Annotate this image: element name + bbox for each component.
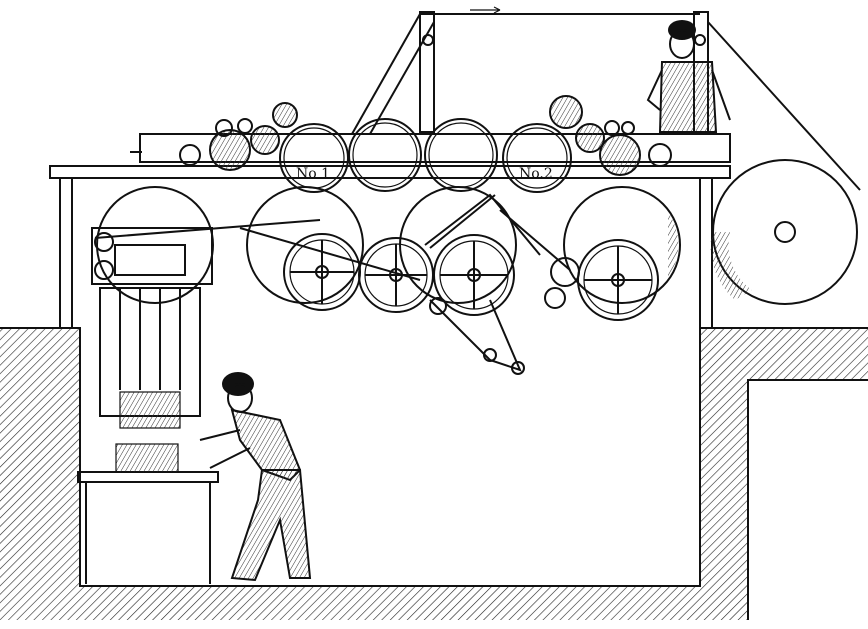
cylinder-no2-label: No.2 [519, 166, 553, 182]
ground-pit [0, 327, 868, 620]
delivery-arm [424, 193, 541, 375]
paper-roll [710, 159, 858, 305]
top-frame [49, 133, 731, 328]
cylinder-no1-label: No 1 [296, 166, 330, 182]
ink-rollers [179, 95, 672, 176]
delivery-table [77, 443, 219, 584]
feeder-figure [646, 20, 731, 133]
spoked-wheels [283, 233, 659, 321]
impression-cylinders: No 1 No.2 [279, 118, 572, 193]
worker-figure [199, 372, 312, 582]
folding-apparatus [91, 227, 213, 429]
